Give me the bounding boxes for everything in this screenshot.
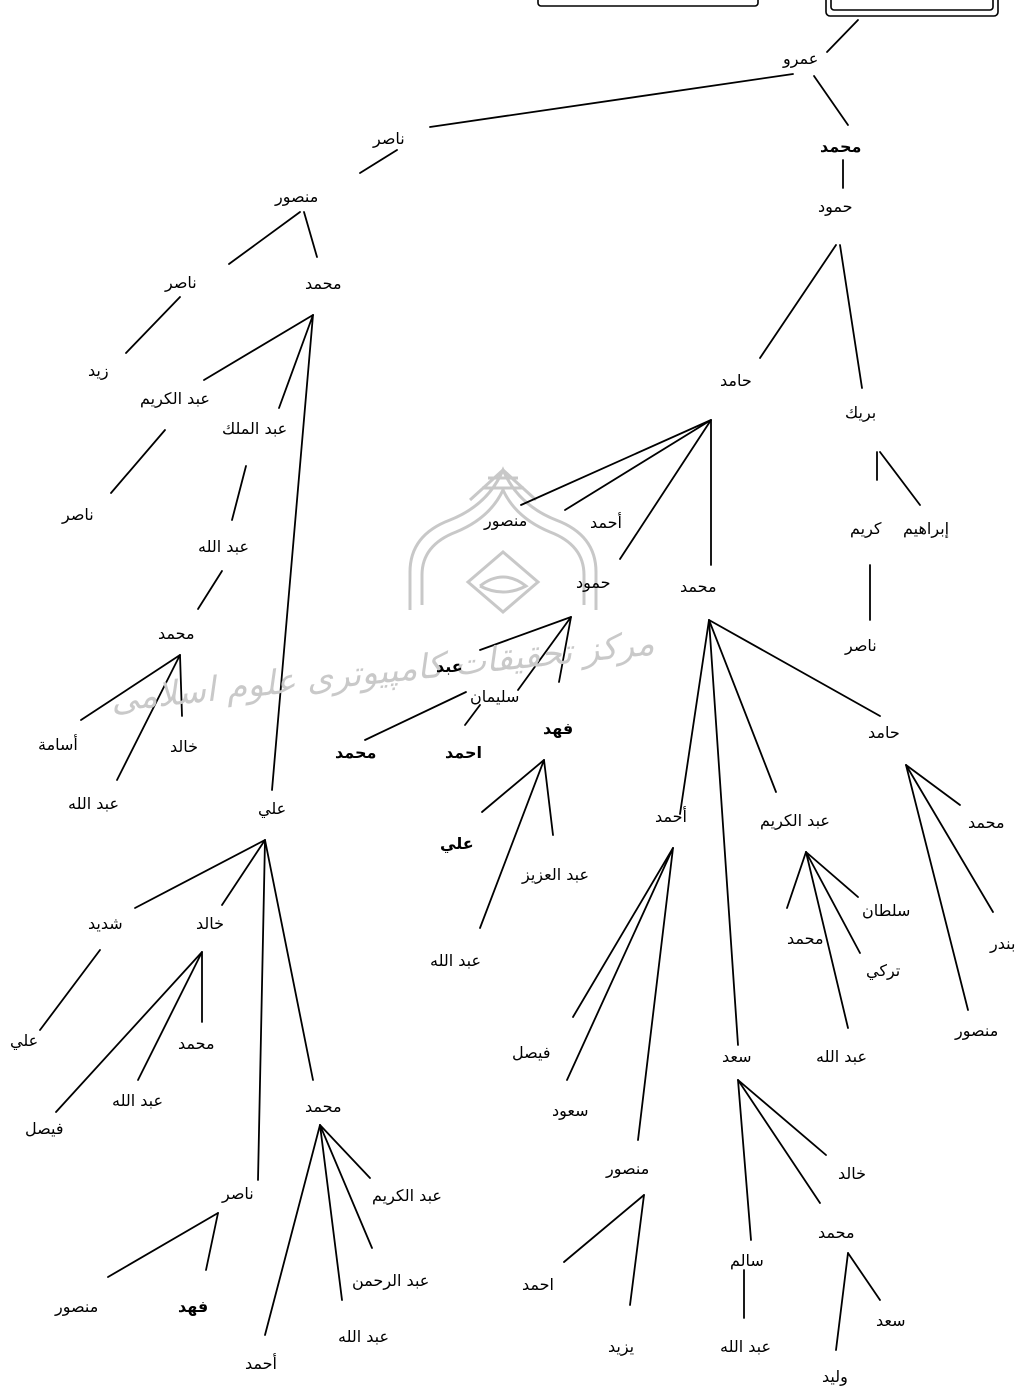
- node-label: سعد: [876, 1311, 906, 1330]
- node-label: زيد: [88, 361, 109, 380]
- node-label: كريم: [850, 519, 882, 538]
- node-label: احمد: [445, 743, 482, 762]
- node-label: حامد: [868, 723, 900, 742]
- node-label: سلطان: [862, 901, 911, 920]
- node-label: فهد: [178, 1297, 209, 1316]
- node-label: حمود: [576, 573, 611, 592]
- node-label: يزيد: [608, 1337, 635, 1356]
- node-label: خالد: [170, 737, 199, 756]
- node-label: عبد الله: [198, 537, 250, 556]
- node-label: خالد: [838, 1164, 867, 1183]
- node-label: محمد: [178, 1034, 215, 1053]
- node-label: منصور: [275, 187, 319, 206]
- node-label: محمد: [818, 1223, 855, 1242]
- node-label: عبد الملك: [222, 419, 288, 438]
- node-label: عبد الله: [112, 1091, 164, 1110]
- node-label: ناصر: [222, 1184, 254, 1203]
- node-label: ناصر: [62, 505, 94, 524]
- node-label: منصور: [606, 1159, 650, 1178]
- node-label: شديد: [88, 914, 123, 933]
- node-label: عبد الكريم: [372, 1186, 442, 1205]
- node-label: منصور: [955, 1021, 999, 1040]
- node-label: عبد الله: [430, 951, 482, 970]
- node-label: علي: [10, 1031, 39, 1050]
- node-label: حامد: [720, 371, 752, 390]
- node-label: علي: [440, 834, 474, 853]
- node-label: محمد: [680, 577, 717, 596]
- node-label: وليد: [822, 1367, 848, 1386]
- node-label: تركي: [866, 961, 901, 980]
- node-label: محمد: [787, 929, 824, 948]
- node-label: أحمد: [245, 1354, 277, 1373]
- node-label: ناصر: [373, 129, 405, 148]
- node-label: خالد: [196, 914, 225, 933]
- node-label: إبراهيم: [903, 519, 950, 538]
- node-label: حمود: [818, 197, 853, 216]
- node-label: علي: [258, 799, 287, 818]
- node-label: فيصل: [25, 1119, 64, 1138]
- node-label: أحمد: [590, 513, 622, 532]
- node-label: محمد: [968, 813, 1005, 832]
- node-label: فهد: [543, 719, 574, 738]
- node-label: محمد: [158, 624, 195, 643]
- watermark-emblem-icon: [408, 466, 598, 614]
- node-label: عبد الله: [720, 1337, 772, 1356]
- node-label: عبد الكريم: [760, 811, 830, 830]
- node-label: منصور: [55, 1297, 99, 1316]
- node-label: سعد: [722, 1047, 752, 1066]
- node-label: أحمد: [655, 807, 687, 826]
- node-label: محمد: [820, 137, 862, 156]
- cropped-top-boxes: [537, 0, 999, 17]
- node-label: محمد: [305, 1097, 342, 1116]
- node-label: سليمان: [470, 687, 520, 706]
- node-label: فيصل: [512, 1043, 551, 1062]
- node-label: ناصر: [165, 273, 197, 292]
- node-label: ناصر: [845, 636, 877, 655]
- node-label: سالم: [730, 1251, 764, 1270]
- node-label: عبد العزيز: [522, 865, 590, 884]
- node-label: بندر: [990, 934, 1016, 953]
- node-label: سعود: [552, 1101, 589, 1120]
- node-label: عبد الله: [68, 794, 120, 813]
- cropped-box: [825, 0, 999, 17]
- node-label: عبد الرحمن: [352, 1271, 430, 1290]
- node-label: بريك: [845, 403, 877, 422]
- node-label: احمد: [522, 1275, 554, 1294]
- node-label: عمرو: [783, 49, 819, 68]
- cropped-box: [537, 0, 759, 7]
- node-label: محمد: [335, 743, 377, 762]
- node-label: محمد: [305, 274, 342, 293]
- node-label: عبد الله: [338, 1327, 390, 1346]
- edges: [39, 19, 994, 1351]
- node-label: عبد: [436, 657, 463, 676]
- node-label: عبد الكريم: [140, 389, 210, 408]
- node-label: منصور: [484, 511, 528, 530]
- node-label: عبد الله: [816, 1047, 868, 1066]
- node-label: أسامة: [38, 735, 78, 754]
